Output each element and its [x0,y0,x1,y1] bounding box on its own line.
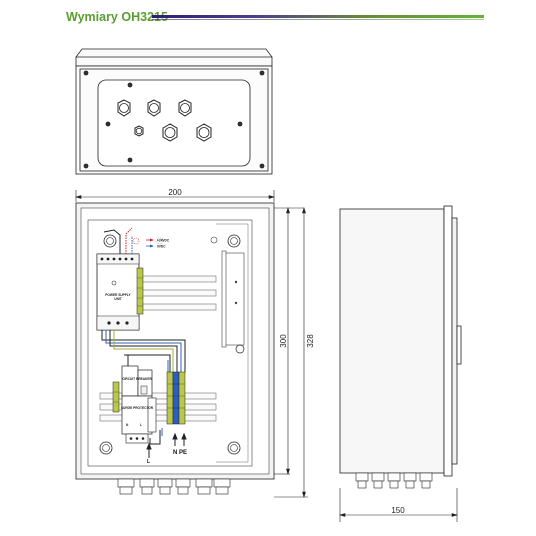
label-0vdc: 0VDC [157,245,166,249]
corner-screw-tl [103,234,117,248]
label-plus-24vdc: +24VDC [157,239,170,243]
dimension-width-label: 200 [168,188,182,197]
power-supply-unit: POWER SUPPLY UNIT [96,253,140,331]
cable-gland-3 [178,99,192,117]
side-view [339,205,462,489]
label-l-input: L [147,459,150,465]
psu-label-1: POWER SUPPLY [105,293,131,297]
label-surge-protector: SURGE PROTECTOR [121,406,154,410]
front-view: POWER SUPPLY UNIT +24VDC 0VDC [75,202,275,495]
dimension-height-outer-label: 328 [306,334,315,348]
cable-gland-5 [162,123,178,142]
top-view [75,48,273,175]
circuit-breaker: CIRCUIT BREAKER [121,365,152,397]
label-l-inner: L [140,423,142,427]
page-title: Wymiary OH3215 [66,10,168,24]
psu-label-2: UNIT [114,297,121,301]
label-circuit-breaker: CIRCUIT BREAKER [122,377,152,381]
dimension-height-inner-label: 300 [279,334,288,348]
dimension-heights [274,206,308,499]
dc-output-arrows [146,238,154,248]
corner-screw-br [227,441,241,455]
cable-gland-2 [147,99,161,117]
header: Wymiary OH3215 [0,0,536,30]
terminal-block-left [112,381,120,413]
title-underline [152,15,484,18]
front-bottom-glands [117,478,231,495]
cable-gland-1 [117,99,131,117]
input-arrows [146,432,187,458]
terminal-block-top [136,267,144,315]
cable-gland-4 [134,125,144,137]
corner-screw-tr [227,234,241,248]
dimension-width [74,190,276,202]
terminal-block-right [166,371,186,425]
corner-screw-bl [99,441,113,455]
label-n-pe: N PE [173,450,187,456]
dimension-depth [338,488,459,522]
label-n-inner: N [126,423,129,427]
cable-gland-6 [196,123,212,142]
dimension-depth-label: 150 [391,506,405,515]
wiring [101,227,186,445]
title-underline-thin [152,19,484,20]
surge-protector: SURGE PROTECTOR [121,395,157,444]
